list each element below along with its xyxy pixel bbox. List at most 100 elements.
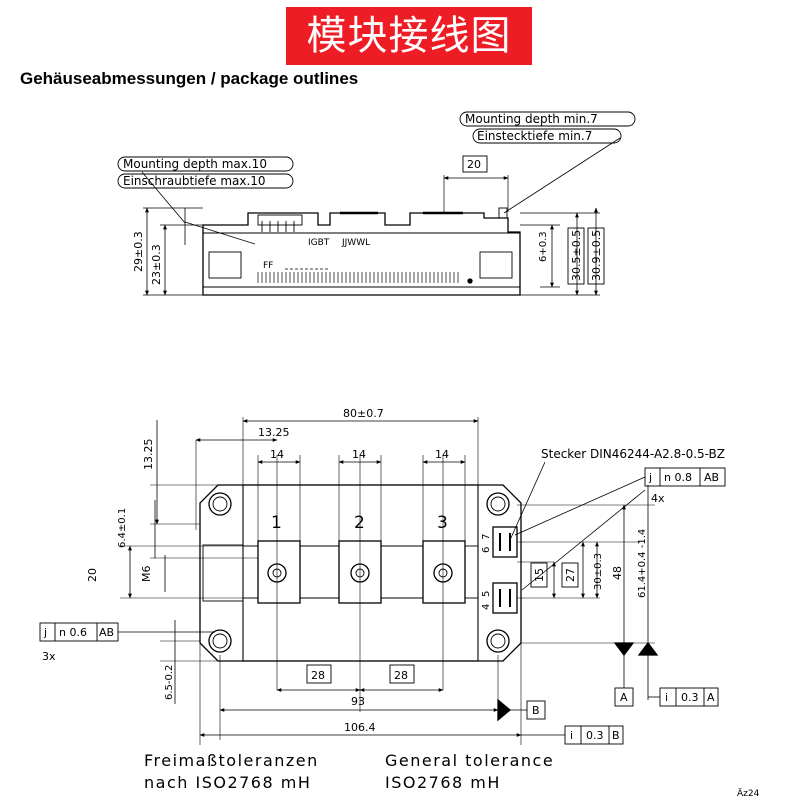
dim-28-box-a <box>306 664 332 684</box>
aux-connector-lower <box>492 582 518 614</box>
mounting-depth-max-bubble <box>117 156 294 172</box>
datum-a-box <box>614 687 634 707</box>
tol-ab-lower: AB <box>99 626 114 639</box>
tol-i-b: i <box>570 729 573 742</box>
footer-general: General tolerance <box>385 751 554 770</box>
terminal-pad-1 <box>257 540 301 604</box>
dim-20-box <box>462 155 488 173</box>
mount-hole-tl <box>208 492 232 516</box>
side-connector <box>257 214 303 226</box>
package-outlines-heading: Gehäuseabmessungen / package outlines <box>20 69 359 88</box>
dim-23-text: 23±0.3 <box>150 244 163 285</box>
side-marker-dot <box>467 278 473 284</box>
dim-28-box-b <box>389 664 415 684</box>
dim-15-box <box>530 562 548 588</box>
datum-b-marker <box>497 698 512 722</box>
tol-frame-b <box>564 725 624 745</box>
dim-6-4-text: 6.4±0.1 <box>117 508 128 548</box>
terminal-2-label: 2 <box>354 513 365 533</box>
pin-7-label: 7 <box>481 534 492 540</box>
terminal-pad-3 <box>422 540 466 604</box>
datum-a-marker <box>613 642 635 657</box>
tol-ab-upper: AB <box>704 471 719 484</box>
dim-29-text: 29±0.3 <box>132 231 145 272</box>
dim-28-b-text: 28 <box>394 669 408 682</box>
tol-ref-b: B <box>612 729 620 742</box>
count-4x: 4x <box>651 492 665 505</box>
label-ff: FF <box>263 261 273 271</box>
footer-freimass: Freimaßtoleranzen <box>144 751 319 770</box>
datum-a-text: A <box>620 691 628 704</box>
tol-frame-a <box>659 687 719 707</box>
tol-frame-j-upper <box>644 467 726 487</box>
stecker-text: Stecker DIN46244-A2.8-0.5-BZ <box>541 447 725 461</box>
dim-14-b-text: 14 <box>352 448 366 461</box>
dim-14-c-text: 14 <box>435 448 449 461</box>
dim-30-5-text: 30.5±0.5 <box>570 230 583 281</box>
top-view <box>39 417 726 745</box>
mount-hole-tr <box>486 492 510 516</box>
dim-80-text: 80±0.7 <box>343 407 384 420</box>
tol-n06-lower: n 0.6 <box>59 626 87 639</box>
footer-nach: nach ISO2768 mH <box>144 773 311 792</box>
mount-hole-bl <box>208 629 232 653</box>
mounting-depth-max-text: Mounting depth max.10 <box>123 157 267 171</box>
pin-5-label: 5 <box>481 591 492 597</box>
tol-i-a: i <box>665 691 668 704</box>
datum-b-box <box>526 700 546 720</box>
dim-27-box <box>561 562 579 588</box>
label-m6: M6 <box>140 566 153 583</box>
einstecktiefe-min-text: Einstecktiefe min.7 <box>477 129 592 143</box>
dim-30-5-box <box>567 227 585 285</box>
dim-30-text: 30±0.3 <box>593 553 604 590</box>
datum-right-marker <box>637 641 659 656</box>
label-jjwwl: JJWWL <box>341 238 370 248</box>
footer-az: Äz24 <box>737 788 760 799</box>
dim-61-4-text: 61.4+0.4 -1.4 <box>637 529 648 598</box>
side-view-body <box>202 212 521 296</box>
dim-48-text: 48 <box>611 566 624 580</box>
mount-hole-br <box>486 629 510 653</box>
side-view-hatching <box>257 272 459 283</box>
dim-106-4-text: 106.4 <box>344 721 376 734</box>
tol-j-upper: j <box>648 471 652 484</box>
side-window-left <box>208 251 242 279</box>
dim-30-9-box <box>587 227 605 285</box>
datum-b-text: B <box>532 704 540 717</box>
dim-6-text: 6+0.3 <box>538 231 549 262</box>
side-view <box>117 111 636 296</box>
label-igbt: IGBT <box>308 238 330 248</box>
dim-14-a-text: 14 <box>270 448 284 461</box>
dim-20-top-text: 20 <box>86 568 99 582</box>
left-tab <box>202 544 244 602</box>
dim-28-a-text: 28 <box>311 669 325 682</box>
footer-iso: ISO2768 mH <box>385 773 501 792</box>
pin-6-label: 6 <box>481 547 492 553</box>
einstecktiefe-min-bubble <box>472 128 622 144</box>
dim-15-text: 15 <box>533 568 546 582</box>
pin-4-label: 4 <box>481 604 492 610</box>
side-pin <box>498 207 508 219</box>
einschraubtiefe-max-bubble <box>117 173 294 189</box>
mounting-depth-min-bubble <box>459 111 636 127</box>
dim-20-text: 20 <box>467 158 481 171</box>
tol-03-a: 0.3 <box>681 691 699 704</box>
einschraubtiefe-max-text: Einschraubtiefe max.10 <box>123 174 266 188</box>
banner-title: 模块接线图 <box>286 7 532 65</box>
dim-13-25-v-text: 13.25 <box>142 439 155 471</box>
dim-6-5-text: 6.5-0.2 <box>164 665 175 700</box>
dim-27-text: 27 <box>564 568 577 582</box>
mounting-depth-min-text: Mounting depth min.7 <box>465 112 598 126</box>
terminal-3-label: 3 <box>437 513 448 533</box>
dim-30-9-text: 30.9±0.5 <box>590 230 603 281</box>
dim-93-text: 93 <box>351 695 365 708</box>
dim-13-25-h-text: 13.25 <box>258 426 290 439</box>
count-3x: 3x <box>42 650 56 663</box>
tol-03-b: 0.3 <box>586 729 604 742</box>
tol-j-lower: j <box>43 626 47 639</box>
top-view-outline <box>199 484 522 662</box>
terminal-1-label: 1 <box>271 513 282 533</box>
tol-ref-a: A <box>707 691 715 704</box>
tol-n08-upper: n 0.8 <box>664 471 692 484</box>
